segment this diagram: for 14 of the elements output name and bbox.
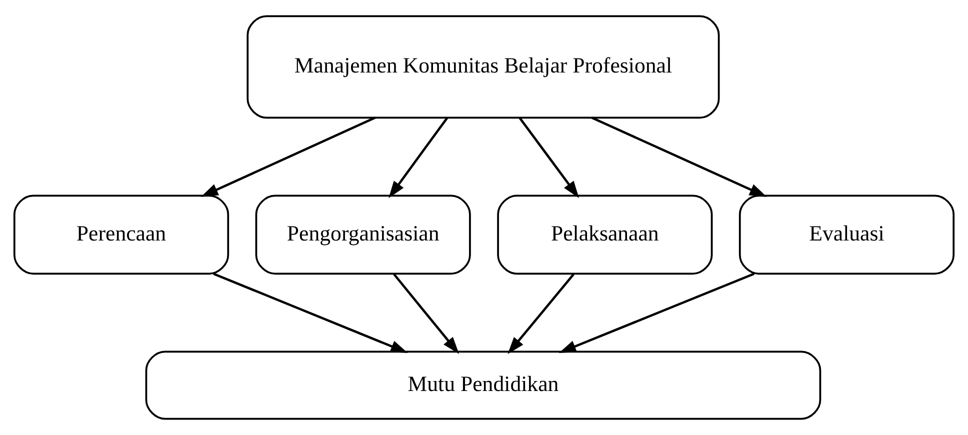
arrow: [508, 273, 574, 354]
arrow: [518, 117, 580, 198]
arrow: [558, 272, 754, 353]
node-box: Pengorganisasian: [255, 194, 471, 275]
node-box: Pelaksanaan: [497, 194, 713, 275]
arrow: [200, 116, 376, 197]
arrow: [591, 116, 767, 197]
arrow: [388, 117, 448, 198]
node-box: Evaluasi: [738, 194, 955, 275]
node-box: Manajemen Komunitas Belajar Profesional: [246, 15, 720, 119]
arrow: [393, 273, 460, 354]
node-box: Perencaan: [13, 194, 230, 275]
arrow: [213, 272, 408, 353]
node-box: Mutu Pendidikan: [145, 350, 822, 420]
